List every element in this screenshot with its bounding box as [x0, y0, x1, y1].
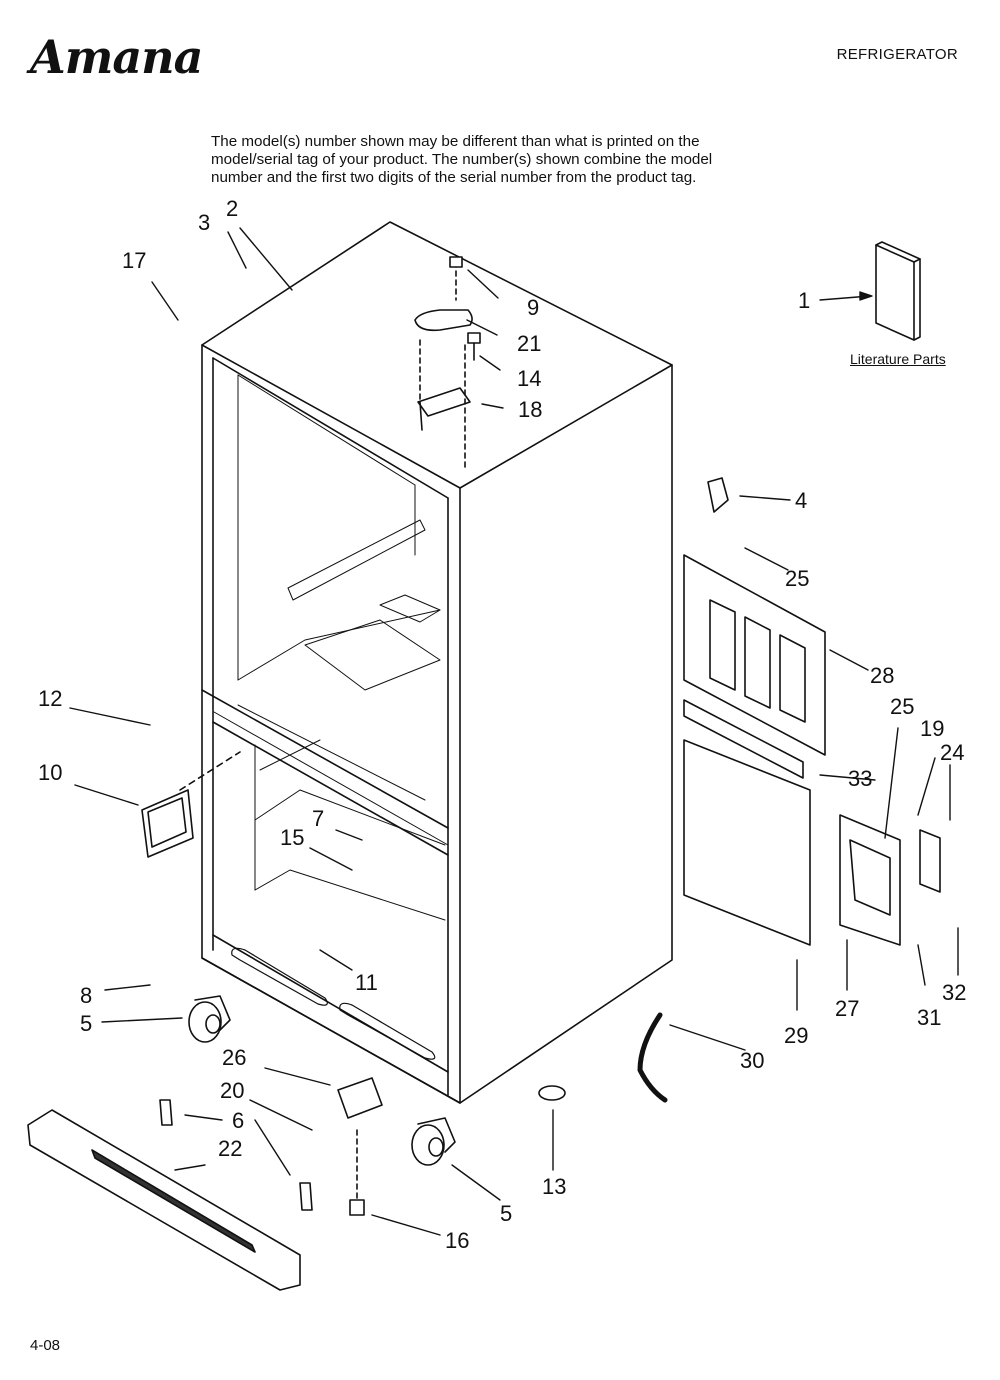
part-label: 28: [870, 663, 895, 688]
part-label: 2: [226, 196, 239, 221]
part-label: 33: [848, 766, 873, 791]
part-label: 16: [445, 1228, 470, 1253]
part-label: 19: [920, 716, 945, 741]
literature-book: [875, 241, 921, 341]
part-label: 26: [222, 1045, 247, 1070]
literature-label: Literature Parts: [850, 351, 946, 367]
strip-33: [683, 699, 804, 779]
part-label: 17: [122, 248, 147, 273]
part-label: 21: [517, 331, 542, 356]
part-label: 5: [500, 1201, 513, 1226]
part-label: 9: [527, 295, 540, 320]
part-label: 14: [517, 366, 542, 391]
part-label: 25: [785, 566, 810, 591]
part-label: 1: [798, 288, 811, 313]
caster-left: [188, 995, 231, 1043]
part-label: 30: [740, 1048, 765, 1073]
part-label: 13: [542, 1174, 567, 1199]
part-label: 15: [280, 825, 305, 850]
brand-logo: Amana: [30, 30, 203, 84]
tube-30: [637, 1012, 668, 1103]
part-label: 22: [218, 1136, 243, 1161]
part-label: 20: [220, 1078, 245, 1103]
clip-24: [919, 829, 941, 893]
caster-right: [411, 1117, 456, 1166]
part-label: 32: [942, 980, 967, 1005]
intro-line: model/serial tag of your product. The nu…: [211, 151, 713, 168]
leveling-leg: [349, 1199, 365, 1216]
part-label: 3: [198, 210, 211, 235]
hinge-assembly: [414, 256, 481, 471]
grille: [27, 1109, 301, 1291]
part-label: 29: [784, 1023, 809, 1048]
part-label: 12: [38, 686, 63, 711]
part-label: 11: [355, 970, 378, 995]
part-label: 8: [80, 983, 93, 1008]
part-label: 6: [232, 1108, 245, 1133]
part-label: 7: [312, 806, 325, 831]
panel-29: [683, 739, 811, 946]
intro-line: The model(s) number shown may be differe…: [211, 133, 700, 150]
part-label: 18: [518, 397, 543, 422]
tag-4: [707, 477, 729, 513]
intro-note: The model(s) number shown may be differe…: [211, 133, 811, 187]
page-footer-code: 4-08: [30, 1337, 61, 1354]
plug-13: [538, 1085, 566, 1101]
leveling-bracket: [337, 1077, 383, 1119]
intro-line: number and the first two digits of the s…: [211, 169, 697, 186]
part-label: 4: [795, 488, 808, 513]
control-box: [141, 789, 194, 858]
clip-6a: [159, 1099, 173, 1126]
clip-6b: [299, 1182, 313, 1211]
category-title: REFRIGERATOR: [836, 46, 958, 63]
rear-panel: [683, 554, 826, 756]
bracket-27: [839, 814, 901, 946]
part-label: 27: [835, 996, 860, 1021]
part-label: 31: [917, 1005, 942, 1030]
part-label: 24: [940, 740, 965, 765]
part-label: 10: [38, 760, 63, 785]
part-label: 5: [80, 1011, 93, 1036]
cabinet: [201, 221, 673, 1104]
part-label: 25: [890, 694, 915, 719]
